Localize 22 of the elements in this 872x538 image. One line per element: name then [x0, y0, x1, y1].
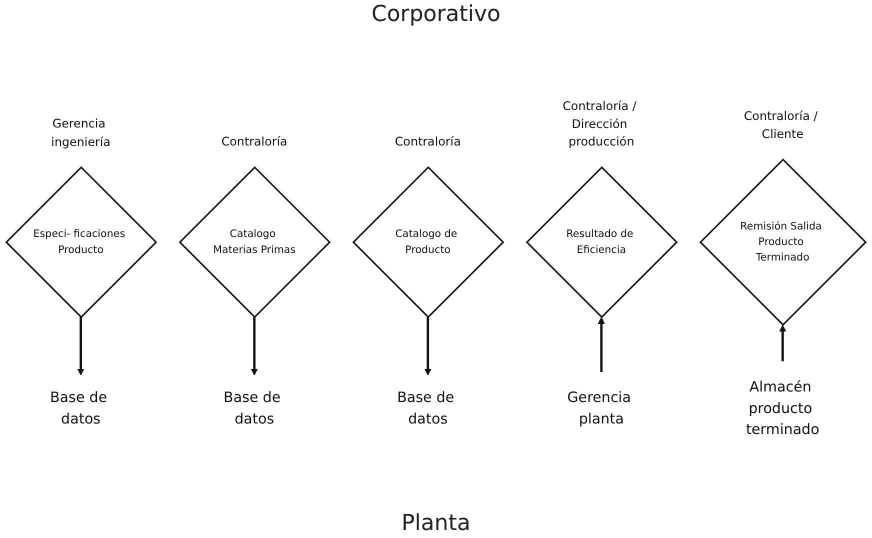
region-label: Corporativo: [371, 2, 501, 27]
node-label: Gerencia ingeniería: [51, 116, 110, 149]
arrow: [250, 317, 258, 376]
node-label: Contraloría / Cliente: [744, 109, 818, 142]
node-text: Almacén producto terminado: [746, 378, 820, 438]
node-diamond: Resultado de Eficiencia: [526, 166, 678, 318]
node-text: Base de datos: [397, 390, 454, 428]
arrow: [77, 317, 84, 376]
arrow: [424, 317, 432, 376]
arrow: [779, 324, 786, 362]
node-text: Base de datos: [50, 390, 108, 428]
node-text: Gerencia planta: [567, 390, 631, 428]
node-diamond: Catalogo de Producto: [352, 166, 504, 318]
node-diamond: Remisión Salida Producto Terminado: [699, 158, 867, 326]
region-label: Planta: [402, 511, 470, 536]
node-diamond: Especi- ficaciones Producto: [5, 166, 158, 318]
arrow: [598, 317, 605, 372]
node-label: Contraloría: [394, 134, 461, 149]
node-diamond: Catalogo Materias Primas: [178, 166, 331, 318]
node-label: Contraloría / Dirección producción: [562, 98, 636, 149]
node-label: Contraloría: [221, 134, 288, 149]
node-text: Base de datos: [224, 390, 281, 428]
